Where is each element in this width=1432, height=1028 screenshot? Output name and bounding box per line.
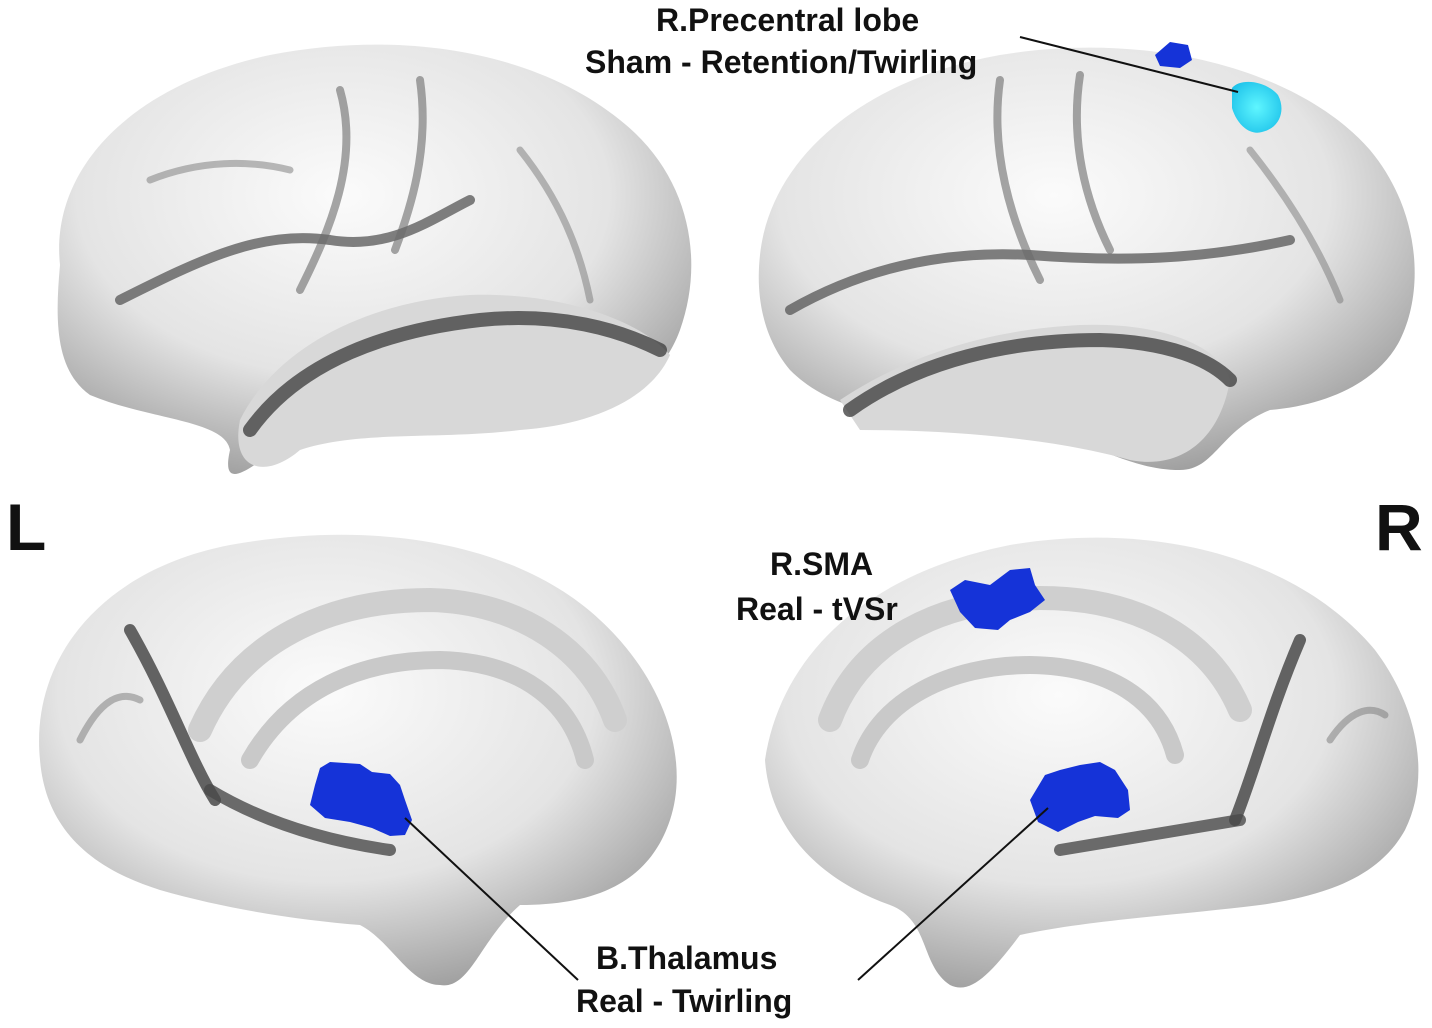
left-hemisphere-lateral [57,44,692,474]
right-thalamus-cluster [1030,762,1130,832]
right-thalamus-leader-line [857,807,1049,981]
left-thalamus-leader-line [404,817,579,981]
sma-label: R.SMA [770,546,874,582]
thalamus-contrast-label: Real - Twirling [576,983,793,1019]
precentral-cluster [1232,81,1282,133]
left-hemisphere-medial [39,534,677,986]
precentral-contrast-label: Sham - Retention/Twirling [585,44,978,80]
right-hemisphere-medial [765,537,1419,988]
precentral-leader-line [1019,36,1239,93]
right-hemisphere-lateral [758,42,1415,470]
sma-contrast-label: Real - tVSr [736,591,898,627]
left-side-label: L [6,490,47,564]
thalamus-label: B.Thalamus [596,940,778,976]
right-side-label: R [1375,490,1423,564]
left-thalamus-cluster [310,762,412,836]
sma-cluster [950,568,1045,630]
precentral-label: R.Precentral lobe [656,2,920,38]
precentral-cluster-small [1155,42,1192,68]
